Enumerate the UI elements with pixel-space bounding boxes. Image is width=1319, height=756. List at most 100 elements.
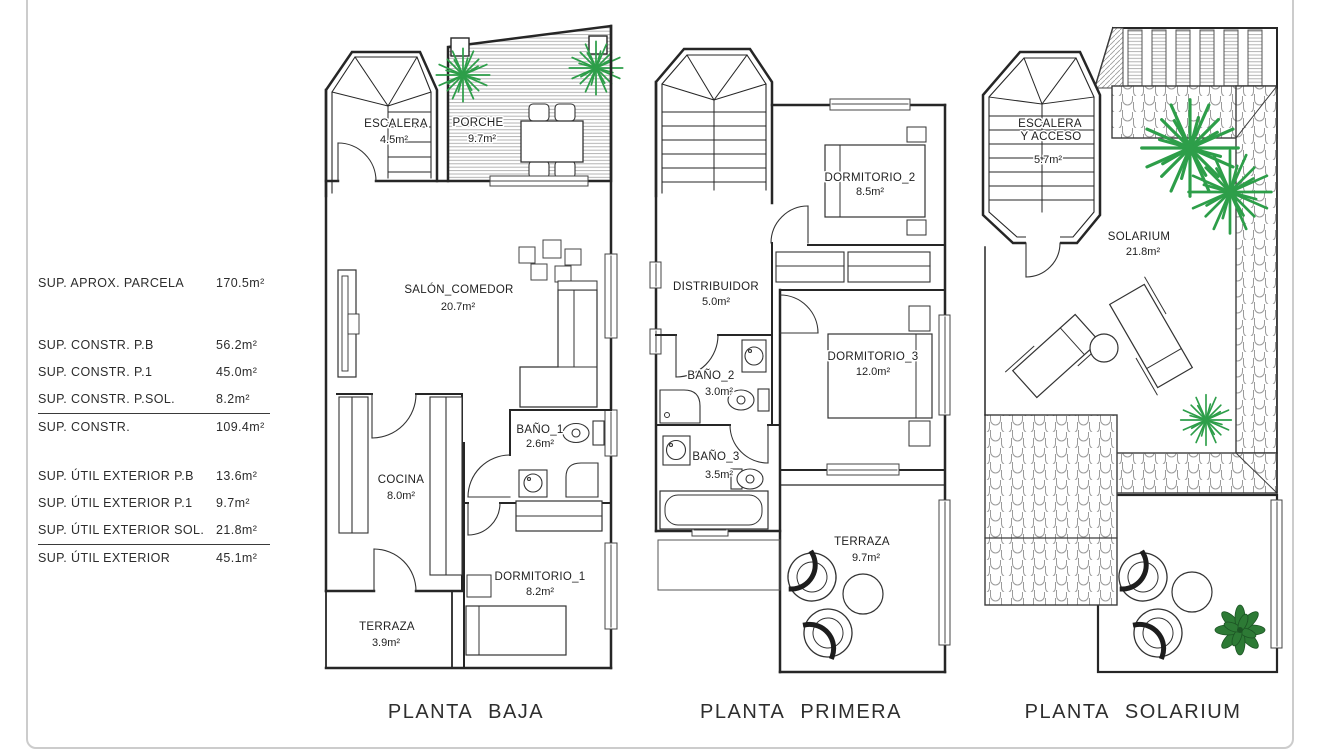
wardrobe — [515, 500, 603, 532]
room-area-terraza: 3.9m² — [372, 637, 400, 649]
summary-row: SUP. CONSTR. P.SOL. 8.2m² — [38, 386, 270, 414]
terrace-table — [1171, 571, 1213, 613]
porch-glass-door — [489, 175, 589, 187]
summary-row-total: SUP. CONSTR. 109.4m² — [38, 414, 270, 441]
room-label-dormitorio1: DORMITORIO_1 — [495, 571, 586, 583]
room-area-salon: 20.7m² — [441, 301, 476, 313]
bed — [824, 126, 927, 236]
leafy-plant — [1214, 604, 1266, 656]
stair-door — [1025, 242, 1061, 278]
caption-planta-solarium: PLANTA SOLARIUM — [1024, 701, 1242, 723]
room-label-dormitorio2: DORMITORIO_2 — [825, 172, 916, 184]
window — [1270, 499, 1283, 649]
room-area-dormitorio3: 12.0m² — [856, 366, 891, 378]
sink-icon — [518, 469, 548, 498]
room-label-dormitorio3: DORMITORIO_3 — [828, 351, 919, 363]
room-label-cocina: COCINA — [378, 474, 425, 486]
summary-row-label: SUP. CONSTR. P.1 — [38, 365, 153, 379]
side-table — [1089, 333, 1119, 363]
summary-row-label: SUP. CONSTR. — [38, 420, 131, 434]
room-area-porche: 9.7m² — [468, 133, 496, 145]
bed — [465, 574, 567, 656]
plan-planta-baja: ESCALERA 4.5m² PORCHE 9.7m² SALÓN_COMEDO… — [324, 24, 624, 670]
sun-lounger — [1108, 276, 1194, 396]
room-area-dormitorio1: 8.2m² — [526, 586, 554, 598]
room-area-distribuidor: 5.0m² — [702, 296, 730, 308]
summary-row-label: SUP. ÚTIL EXTERIOR P.B — [38, 469, 194, 483]
stair-treads — [661, 111, 767, 183]
caption-planta-baja: PLANTA BAJA — [387, 701, 545, 723]
summary-row-total: SUP. ÚTIL EXTERIOR 45.1m² — [38, 545, 270, 572]
open-roof-outline — [657, 539, 781, 591]
terrace-table — [842, 573, 884, 615]
plan-planta-solarium: ESCALERA Y ACCESO 5.7m² SOLARIUM 21.8m² — [981, 26, 1283, 674]
salon-chairs — [518, 239, 582, 283]
bedroom3-door — [779, 294, 819, 334]
summary-row-value: 45.0m² — [216, 365, 258, 379]
toilet-icon — [562, 420, 605, 446]
room-area-bano2: 3.0m² — [705, 386, 733, 398]
summary-row: SUP. CONSTR. P.B 56.2m² — [38, 332, 270, 359]
room-label-escalera-acceso: ESCALERA — [1018, 118, 1082, 130]
room-area-cocina: 8.0m² — [387, 490, 415, 502]
summary-row: SUP. APROX. PARCELA 170.5m² — [38, 270, 270, 297]
bathroom2-door — [675, 334, 719, 378]
summary-row-value: 21.8m² — [216, 523, 258, 537]
summary-row-value: 170.5m² — [216, 276, 265, 290]
terrace-chair — [779, 544, 845, 610]
room-label-porche: PORCHE — [452, 117, 503, 129]
summary-row: SUP. CONSTR. P.1 45.0m² — [38, 359, 270, 386]
summary-row-label: SUP. CONSTR. P.B — [38, 338, 154, 352]
room-label-bano1: BAÑO_1 — [516, 423, 563, 436]
stair-bay-facets — [661, 54, 767, 191]
palm-plant — [1179, 393, 1233, 447]
sun-lounger — [1004, 313, 1108, 399]
summary-row-label: SUP. ÚTIL EXTERIOR — [38, 551, 171, 565]
door-opening — [1026, 236, 1060, 246]
room-label-solarium: SOLARIUM — [1108, 231, 1170, 243]
sink-icon — [741, 339, 767, 373]
summary-row: SUP. ÚTIL EXTERIOR P.1 9.7m² — [38, 490, 270, 517]
summary-row-label: SUP. ÚTIL EXTERIOR P.1 — [38, 496, 193, 510]
toilet-icon — [727, 388, 770, 412]
porch-post — [588, 35, 608, 55]
room-label-terraza: TERRAZA — [834, 536, 890, 548]
summary-row-value: 9.7m² — [216, 496, 250, 510]
stair-treads — [387, 111, 432, 173]
bed — [827, 305, 933, 447]
roof-tile-band — [1111, 85, 1278, 494]
stair-treads — [988, 115, 1095, 201]
toilet-icon — [730, 468, 764, 490]
porch-post — [450, 37, 470, 57]
plan-planta-primera: DORMITORIO_2 8.5m² DISTRIBUIDOR 5.0m² BA… — [649, 47, 951, 674]
bathtub-icon — [659, 490, 769, 530]
room-label-salon: SALÓN_COMEDOR — [404, 283, 513, 296]
summary-row-value: 13.6m² — [216, 469, 258, 483]
summary-row: SUP. ÚTIL EXTERIOR SOL. 21.8m² — [38, 517, 270, 545]
surface-summary-table: SUP. APROX. PARCELA 170.5m² SUP. CONSTR.… — [38, 270, 270, 572]
room-label-bano3: BAÑO_3 — [692, 450, 739, 463]
room-area-terraza: 9.7m² — [852, 552, 880, 564]
room-area-escalera: 4.5m² — [380, 134, 408, 146]
window — [649, 98, 951, 646]
pergola — [1093, 26, 1278, 90]
porch-dining-set — [520, 103, 584, 179]
window — [604, 253, 618, 630]
summary-row-label: SUP. CONSTR. P.SOL. — [38, 392, 176, 406]
bedroom2-door — [770, 205, 809, 244]
room-label-terraza: TERRAZA — [359, 621, 415, 633]
shower-icon — [565, 462, 599, 498]
room-label-distribuidor: DISTRIBUIDOR — [673, 281, 759, 293]
kitchen-counter — [338, 396, 463, 576]
summary-row-value: 109.4m² — [216, 420, 265, 434]
room-label-escalera-acceso2: Y ACCESO — [1021, 131, 1082, 143]
bedroom1-door — [467, 502, 501, 536]
terrace-glass-door — [826, 463, 900, 476]
roof-tile-area — [984, 414, 1118, 606]
room-area-bano3: 3.5m² — [705, 469, 733, 481]
summary-row-value: 56.2m² — [216, 338, 258, 352]
room-area-escalera-acceso: 5.7m² — [1034, 154, 1062, 166]
summary-row-value: 45.1m² — [216, 551, 258, 565]
